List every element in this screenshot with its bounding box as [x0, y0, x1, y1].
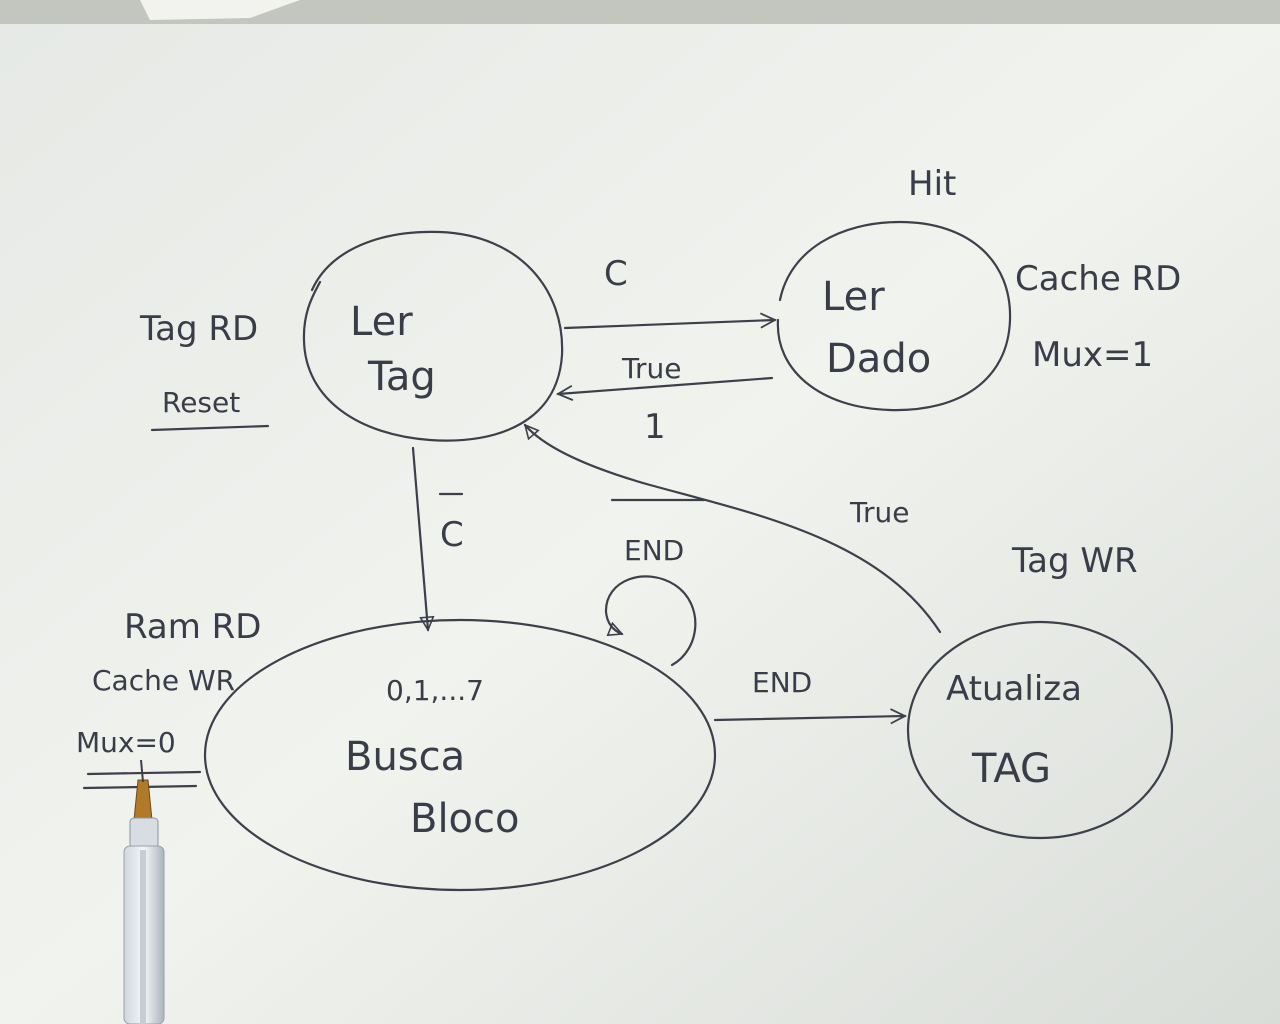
state-ler-tag-line2: Tag [367, 354, 436, 400]
state-ler-dado-line1: Ler [822, 274, 885, 320]
state-atualiza-tag: Atualiza TAG [906, 620, 1174, 840]
output-tag-rd: Tag RD [139, 309, 258, 349]
label-tag-to-busca: C [440, 515, 464, 555]
arrow-busca-self-loop [604, 575, 697, 667]
ballpoint-pen [123, 759, 165, 1024]
output-tag-wr: Tag WR [1011, 541, 1138, 581]
state-busca-bloco-line1: Busca [345, 734, 465, 780]
state-busca-bloco: 0,1,...7 Busca Bloco [203, 618, 717, 892]
paper-sheet [0, 22, 1280, 1024]
paper-fold [140, 0, 300, 20]
arrow-busca-to-atualiza [713, 716, 905, 720]
state-atualiza-tag-line1: Atualiza [946, 669, 1082, 709]
state-ler-dado-line2: Dado [826, 336, 931, 382]
arrow-dado-to-tag [558, 376, 774, 394]
output-ram-rd: Ram RD [124, 607, 261, 647]
state-ler-tag-line1: Ler [350, 299, 413, 345]
mux-0-underline-1 [86, 770, 202, 776]
output-reset: Reset [162, 386, 240, 419]
label-atualiza-to-tag: True [849, 496, 909, 529]
output-cache-wr: Cache WR [92, 664, 235, 697]
label-dado-to-tag-cond: True [621, 352, 681, 385]
state-ler-tag: Ler Tag [302, 230, 564, 442]
label-tag-to-dado: C [604, 254, 628, 294]
label-busca-to-atualiza: END [752, 666, 812, 699]
output-mux-1: Mux=1 [1032, 335, 1153, 375]
label-dado-to-tag-out: 1 [644, 407, 666, 447]
arrow-tag-to-dado [563, 320, 775, 330]
output-mux-0: Mux=0 [76, 726, 176, 759]
arrow-tag-to-busca [411, 446, 428, 630]
arrow-atualiza-to-tag [525, 425, 942, 634]
reset-underline [150, 424, 270, 432]
label-busca-self: END [624, 534, 684, 567]
state-atualiza-tag-line2: TAG [971, 746, 1051, 792]
output-cache-rd: Cache RD [1015, 259, 1181, 299]
state-ler-dado: Ler Dado [776, 220, 1012, 412]
state-busca-bloco-counter: 0,1,...7 [386, 674, 484, 707]
diagram-title-hit: Hit [908, 164, 956, 204]
state-busca-bloco-line2: Bloco [410, 796, 520, 842]
